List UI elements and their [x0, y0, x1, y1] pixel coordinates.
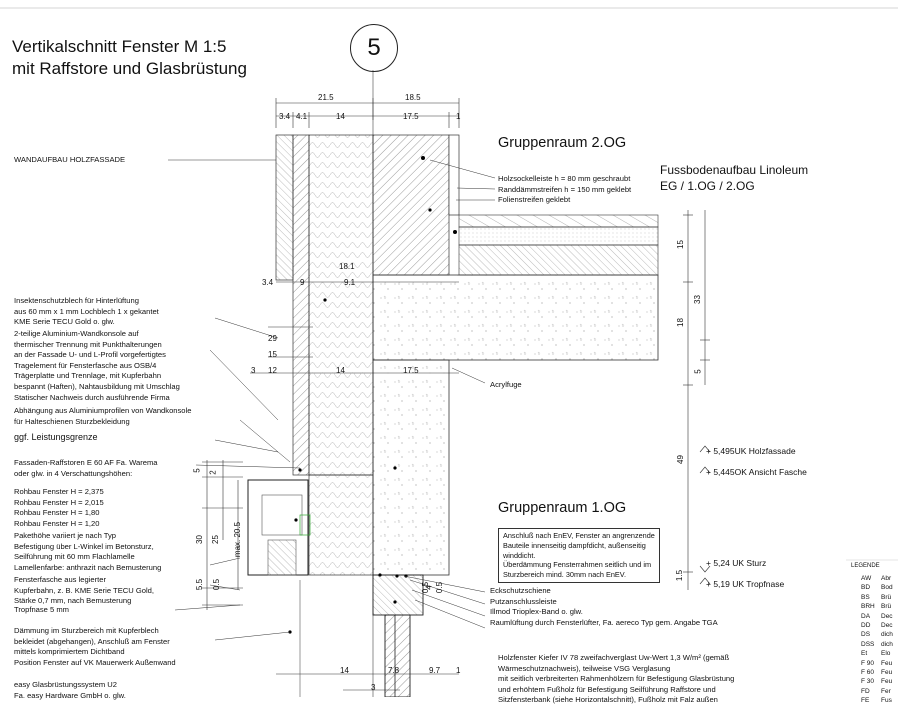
dim-left-j: 0.5	[435, 581, 445, 594]
level-uk-lintel: + 5,24 UK Sturz	[706, 558, 767, 568]
dim-mid-j: 17.5	[403, 366, 419, 375]
dim-second-2: 14	[336, 112, 345, 121]
note-service-boundary: ggf. Leistungsgrenze	[14, 432, 98, 442]
dim-right-b: 33	[692, 295, 702, 304]
note-insect-screen: Insektenschutzblech für Hinterlüftung au…	[14, 296, 159, 327]
dim-mid-e: 29	[268, 334, 277, 343]
drawing-title-line2: mit Raffstore und Glasbrüstung	[12, 59, 247, 78]
note-acrylic-joint: Acrylfuge	[490, 380, 522, 389]
dim-left-a: 5	[192, 468, 202, 473]
note-lintel-insulation: Dämmung im Sturzbereich mit Kupferblech …	[14, 626, 176, 667]
dim-mid-i: 14	[336, 366, 345, 375]
dim-mid-b: 9.1	[344, 278, 356, 287]
note-rough-openings: Rohbau Fenster H = 2,375 Rohbau Fenster …	[14, 487, 104, 528]
note-package-height: Pakethöhe variiert je nach Typ Befestigu…	[14, 531, 162, 572]
dim-right-e: 49	[675, 455, 685, 464]
sheet-number-badge: 5	[350, 24, 398, 72]
note-suspension: Abhängung aus Aluminiumprofilen von Wand…	[14, 406, 192, 426]
room-label-lower: Gruppenraum 1.OG	[498, 500, 627, 516]
dim-left-b: 2	[208, 470, 218, 475]
dim-second-0: 3.4	[279, 112, 291, 121]
dim-bottom-b: 7.8	[388, 666, 400, 675]
note-skirting: Holzsockelleiste h = 80 mm geschraubt Ra…	[498, 174, 632, 205]
note-wall-bracket: 2-teilige Aluminium-Wandkonsole auf ther…	[14, 329, 180, 402]
dim-bottom-c: 9.7	[429, 666, 441, 675]
dim-top-left: 21.5	[318, 93, 334, 102]
level-uk-drip: + 5,19 UK Tropfnase	[706, 579, 785, 589]
dim-right-a: 15	[675, 240, 685, 249]
note-drip-nose: Tropfnase 5 mm	[14, 605, 70, 614]
dim-mid-a: 18.1	[339, 262, 355, 271]
level-ok-reveal: + 5,445OK Ansicht Fasche	[706, 467, 807, 477]
dim-mid-c: 3.4	[262, 278, 274, 287]
note-raffstore: Fassaden-Raffstoren E 60 AF Fa. Warema o…	[14, 458, 158, 478]
dim-left-c: 30	[194, 535, 204, 544]
dim-mid-d: 9	[300, 278, 305, 287]
level-uk-facade: + 5,495UK Holzfassade	[706, 446, 796, 456]
dim-left-d: 25	[210, 535, 220, 544]
dim-top-right: 18.5	[405, 93, 421, 102]
dim-left-e: max. 20.5	[233, 521, 243, 558]
dim-mid-h: 12	[268, 366, 277, 375]
dim-bottom-d: 1	[456, 666, 461, 675]
dim-right-f: 1.5	[675, 569, 685, 582]
note-window-connections: Eckschutzschiene Putzanschlussleiste Ill…	[490, 586, 718, 627]
legend-title: LEGENDE	[851, 563, 880, 569]
dim-left-i: 4	[424, 585, 434, 590]
dim-left-g: 0.5	[212, 578, 222, 591]
note-glass-balustrade: easy Glasbrüstungssystem U2 Fa. easy Har…	[14, 680, 126, 700]
note-enev-box: Anschluß nach EnEV, Fenster an angrenzen…	[498, 528, 660, 583]
note-wood-window: Holzfenster Kiefer IV 78 zweifachverglas…	[498, 653, 735, 705]
dim-second-1: 4.1	[296, 112, 308, 121]
drawing-title-line1: Vertikalschnitt Fenster M 1:5	[12, 37, 227, 56]
note-window-reveal: Fensterfasche aus legierter Kupferbahn, …	[14, 575, 154, 606]
dim-right-c: 18	[675, 318, 685, 327]
dim-mid-f: 15	[268, 350, 277, 359]
dim-second-4: 1	[456, 112, 461, 121]
dim-right-d: 5	[693, 369, 703, 374]
dim-second-3: 17.5	[403, 112, 419, 121]
dim-bottom-e: 3	[371, 683, 376, 692]
room-label-upper: Gruppenraum 2.OG	[498, 135, 627, 151]
dim-mid-g: 3	[251, 366, 256, 375]
floor-buildup-title: Fussbodenaufbau Linoleum EG / 1.OG / 2.O…	[660, 163, 809, 193]
dim-left-f: 5.5	[195, 578, 205, 591]
dim-bottom-a: 14	[340, 666, 349, 675]
wall-buildup-label: WANDAUFBAU HOLZFASSADE	[14, 155, 126, 164]
